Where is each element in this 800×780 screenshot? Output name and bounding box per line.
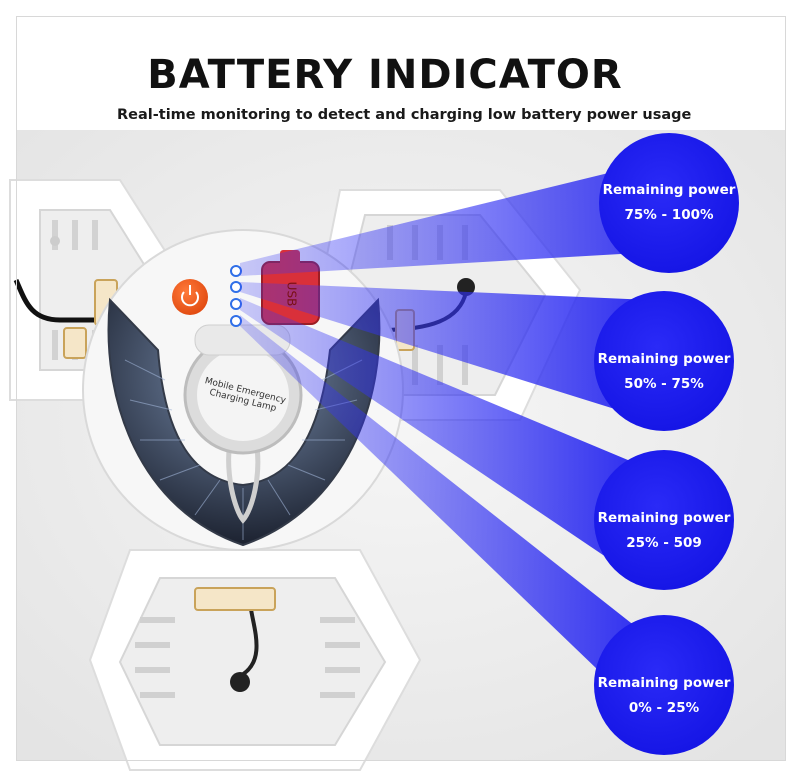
- bubble-label-75-100: Remaining power 75% - 100%: [594, 178, 744, 228]
- indicator-bubbles: [594, 133, 739, 755]
- bubble-label-0-25: Remaining power 0% - 25%: [589, 671, 739, 721]
- led-3-plus-icon: [230, 281, 242, 293]
- remaining-power-label: Remaining power: [602, 182, 736, 198]
- led-2-plus-icon: [230, 298, 242, 310]
- power-button: [172, 279, 208, 315]
- bubble-0-25: [594, 615, 734, 755]
- led-4-plus-icon: [230, 265, 242, 277]
- remaining-power-label: Remaining power: [597, 351, 731, 367]
- power-icon: [181, 291, 199, 307]
- usb-port-label: USB: [284, 281, 299, 307]
- remaining-power-label: Remaining power: [597, 675, 731, 691]
- page-subtitle: Real-time monitoring to detect and charg…: [117, 107, 692, 123]
- led-1-plus-icon: [230, 315, 242, 327]
- page-title: BATTERY INDICATOR: [147, 52, 623, 98]
- bubble-75-100: [599, 133, 739, 273]
- bubble-50-75: [594, 291, 734, 431]
- bubble-25-50: [594, 450, 734, 590]
- power-range: 0% - 25%: [628, 700, 700, 716]
- power-range: 75% - 100%: [624, 207, 714, 223]
- indicator-beams: [240, 158, 690, 720]
- power-range: 25% - 509: [626, 535, 702, 551]
- remaining-power-label: Remaining power: [597, 510, 731, 526]
- power-range: 50% - 75%: [624, 376, 704, 392]
- bottom-hex-panel: [88, 549, 422, 771]
- bubble-label-50-75: Remaining power 50% - 75%: [589, 347, 739, 397]
- bubble-label-25-50: Remaining power 25% - 509: [589, 506, 739, 556]
